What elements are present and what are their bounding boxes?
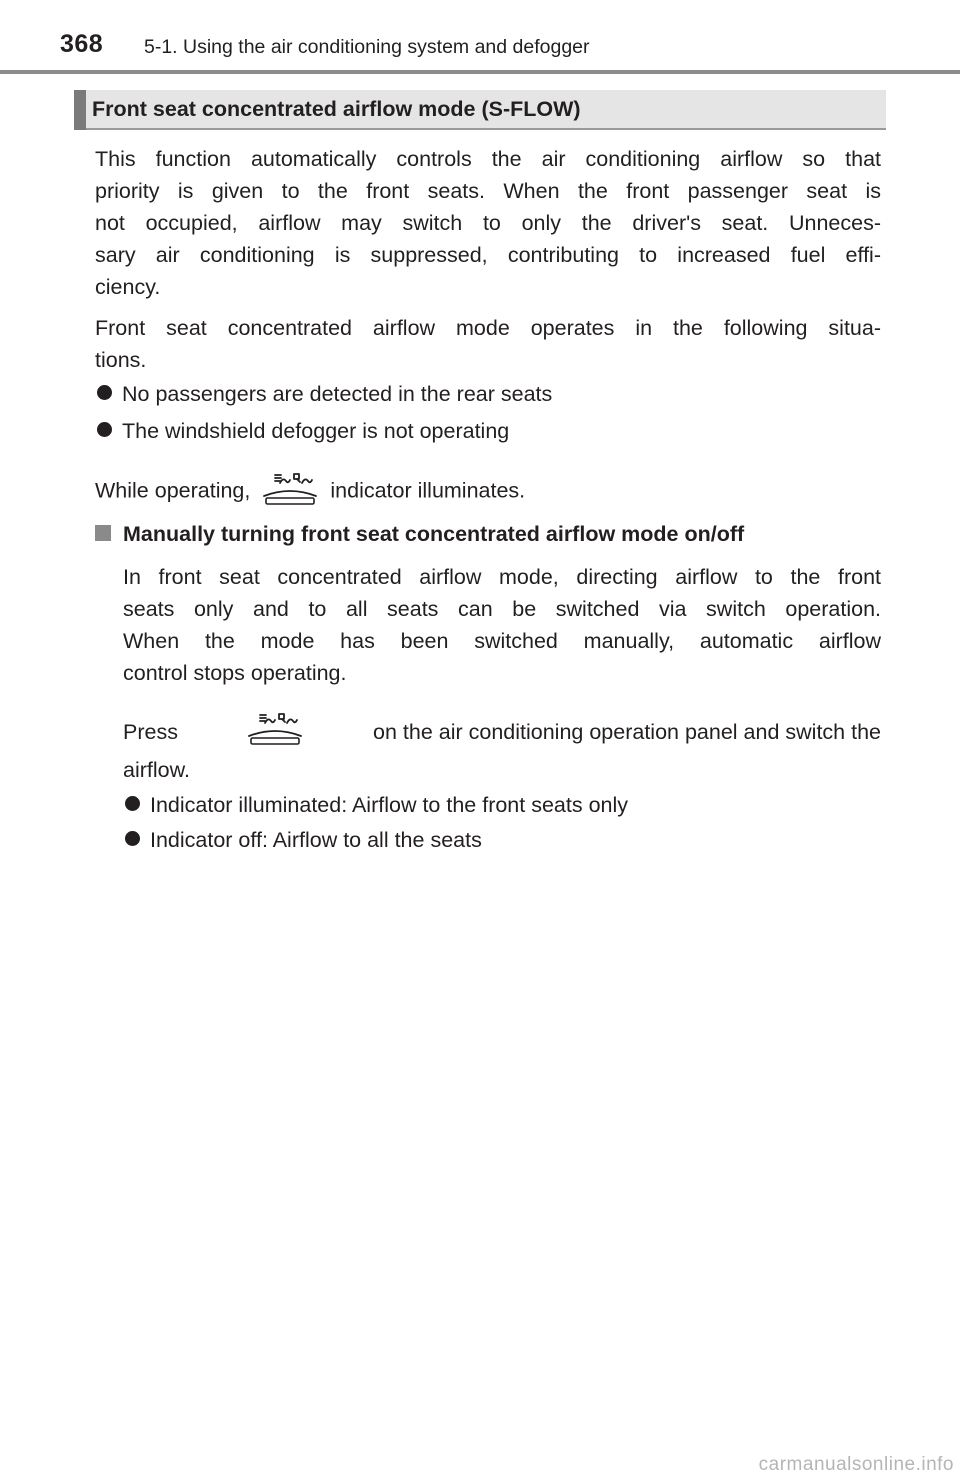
manual-line: In front seat concentrated airflow mode,…: [123, 565, 881, 589]
intro-line: not occupied, airflow may switch to only…: [95, 211, 881, 235]
manual-title: Manually turning front seat concentrated…: [123, 522, 745, 546]
page-header: 368 5-1. Using the air conditioning syst…: [0, 0, 960, 76]
press-text-after: on the air conditioning operation panel …: [373, 720, 881, 744]
intro-line: priority is given to the front seats. Wh…: [95, 179, 881, 203]
situation-text: No passengers are detected in the rear s…: [122, 382, 553, 406]
s-flow-icon: [258, 468, 322, 508]
bullet-icon: [125, 831, 140, 846]
state-item: Indicator off: Airflow to all the seats: [125, 824, 482, 856]
situations-line: Front seat concentrated airflow mode ope…: [95, 316, 881, 340]
press-sentence: Press on the air conditioning operation …: [123, 712, 881, 752]
press-text-end: airflow.: [123, 758, 190, 782]
heading-title: Front seat concentrated airflow mode (S-…: [92, 97, 581, 121]
heading-accent: [74, 90, 86, 130]
header-divider: [0, 70, 960, 74]
situation-item: No passengers are detected in the rear s…: [97, 378, 552, 410]
bullet-icon: [97, 422, 112, 437]
square-bullet-icon: [95, 525, 111, 541]
indicator-text-before: While operating,: [95, 478, 251, 503]
intro-paragraph: This function automatically controls the…: [95, 143, 881, 303]
bullet-icon: [97, 385, 112, 400]
press-text-before: Press: [123, 720, 178, 744]
situations-line: tions.: [95, 348, 147, 372]
page-number: 368: [60, 30, 104, 58]
indicator-text-after: indicator illuminates.: [330, 478, 526, 503]
manual-line: seats only and to all seats can be switc…: [123, 597, 881, 621]
state-text: Indicator illuminated: Airflow to the fr…: [150, 793, 629, 817]
s-flow-icon: [243, 708, 307, 748]
manual-paragraph: In front seat concentrated airflow mode,…: [123, 561, 881, 689]
intro-line: This function automatically controls the…: [95, 147, 881, 171]
intro-line: sary air conditioning is suppressed, con…: [95, 243, 881, 267]
watermark: carmanualsonline.info: [758, 1454, 954, 1475]
bullet-icon: [125, 796, 140, 811]
section-title: 5-1. Using the air conditioning system a…: [144, 36, 590, 58]
situation-item: The windshield defogger is not operating: [97, 415, 509, 447]
manual-line: control stops operating.: [123, 661, 347, 685]
state-item: Indicator illuminated: Airflow to the fr…: [125, 789, 628, 821]
manual-subheading: Manually turning front seat concentrated…: [95, 522, 744, 547]
situations-paragraph: Front seat concentrated airflow mode ope…: [95, 312, 881, 376]
section-heading: Front seat concentrated airflow mode (S-…: [74, 90, 886, 130]
indicator-sentence: While operating, indicator illuminates.: [95, 472, 525, 512]
intro-line: ciency.: [95, 275, 161, 299]
manual-line: When the mode has been switched manually…: [123, 629, 881, 653]
situation-text: The windshield defogger is not operating: [122, 419, 510, 443]
state-text: Indicator off: Airflow to all the seats: [150, 828, 482, 852]
